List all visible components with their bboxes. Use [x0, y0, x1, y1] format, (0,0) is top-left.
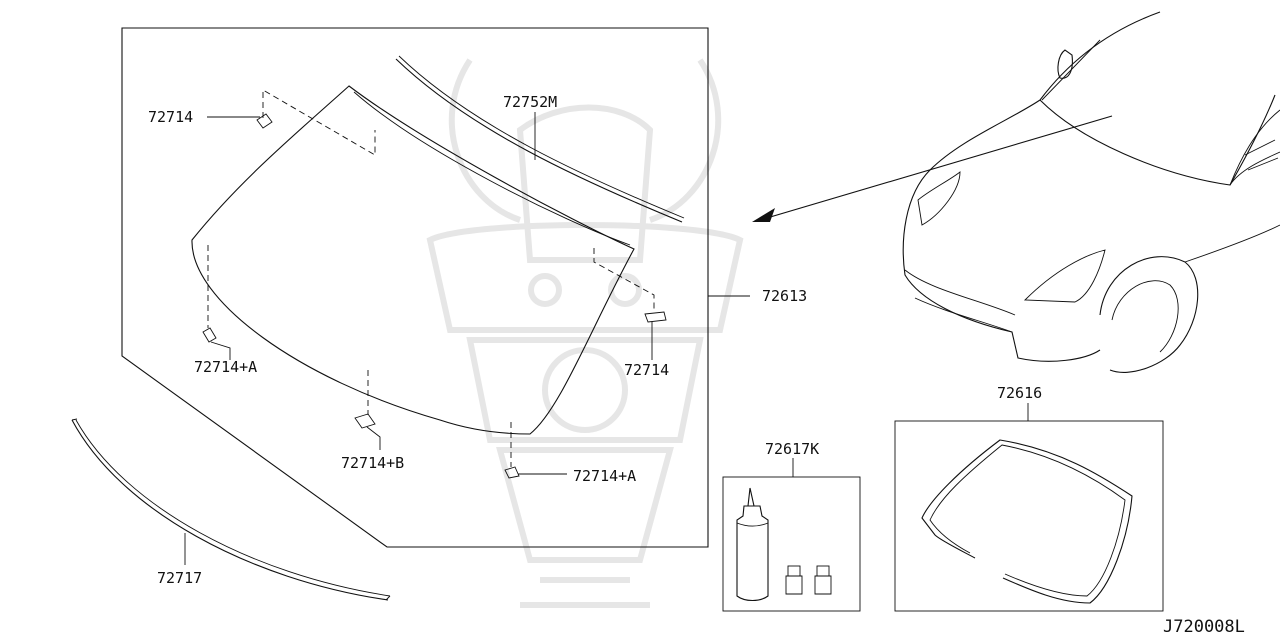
label-72714a-bottom-right: 72714+A	[573, 467, 636, 485]
lower-molding	[71, 418, 391, 601]
sealant-kit-box	[722, 458, 861, 612]
vehicle-front-sketch	[902, 11, 1280, 373]
upper-molding	[395, 55, 685, 223]
label-72616: 72616	[997, 384, 1042, 402]
label-72714-upper-left: 72714	[148, 108, 193, 126]
label-72714a-lower-left: 72714+A	[194, 358, 257, 376]
bracket-bottom-center-icon	[354, 413, 376, 429]
label-72714b: 72714+B	[341, 454, 404, 472]
label-72717: 72717	[157, 569, 202, 587]
label-72714-right: 72714	[624, 361, 669, 379]
bracket-bottom-right-icon	[504, 466, 520, 479]
weatherstrip-box	[894, 403, 1164, 612]
label-72613: 72613	[762, 287, 807, 305]
bracket-right-dashline	[593, 248, 655, 312]
bracket-upper-left-icon	[256, 113, 273, 129]
leader-lines	[184, 112, 750, 565]
bracket-upper-left-dashline	[262, 89, 376, 156]
watermark-logo	[426, 58, 744, 608]
location-arrow	[752, 115, 1113, 222]
diagram-code: J720008L	[1163, 617, 1245, 637]
bracket-right-icon	[644, 311, 667, 323]
label-72617k: 72617K	[765, 440, 819, 458]
label-72752m: 72752M	[503, 93, 557, 111]
bracket-lower-left-icon	[202, 327, 217, 343]
windshield-glass	[191, 85, 635, 435]
glass-group-frame	[121, 27, 709, 548]
